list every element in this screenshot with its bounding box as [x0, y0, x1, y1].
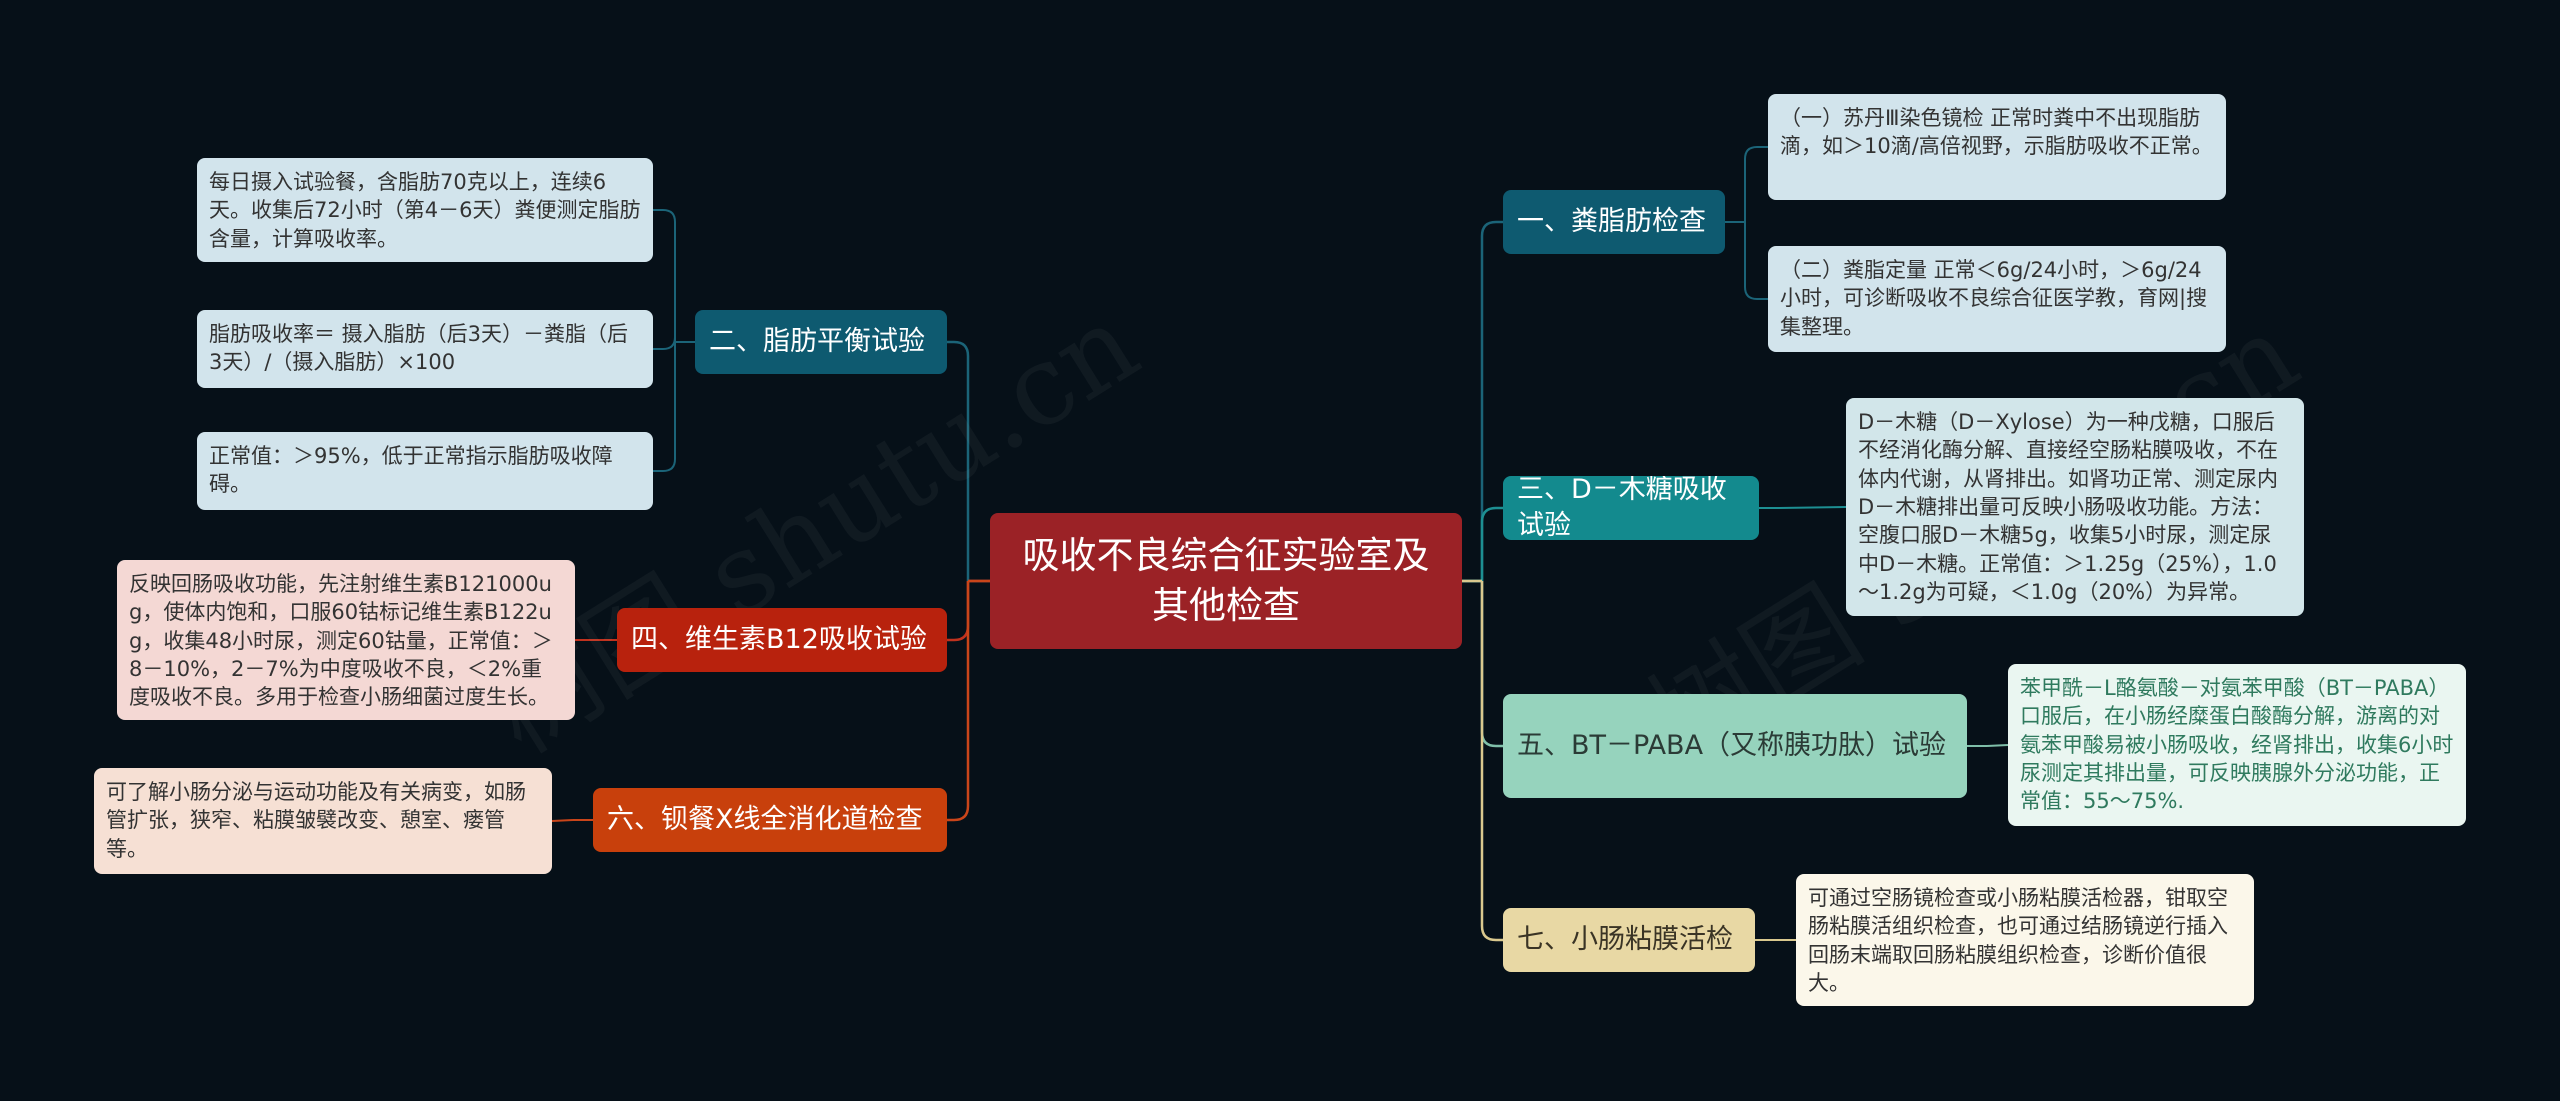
- leaf-note-b6-1[interactable]: 可了解小肠分泌与运动功能及有关病变，如肠管扩张，狭窄、粘膜皱襞改变、憩室、瘘管等…: [94, 768, 552, 874]
- branch-topic-b5[interactable]: 五、BT－PABA（又称胰功肽）试验: [1503, 694, 1967, 798]
- leaf-note-b7-1[interactable]: 可通过空肠镜检查或小肠粘膜活检器，钳取空肠粘膜活组织检查，也可通过结肠镜逆行插入…: [1796, 874, 2254, 1006]
- branch-topic-b3[interactable]: 三、D－木糖吸收试验: [1503, 476, 1759, 540]
- leaf-note-b1-1[interactable]: （一）苏丹Ⅲ染色镜检 正常时粪中不出现脂肪滴，如＞10滴/高倍视野，示脂肪吸收不…: [1768, 94, 2226, 200]
- connector-line: [1480, 581, 1503, 748]
- leaf-note-b2-1[interactable]: 每日摄入试验餐，含脂肪70克以上，连续6天。收集后72小时（第4－6天）粪便测定…: [197, 158, 653, 262]
- leaf-note-b5-1[interactable]: 苯甲酰－L酪氨酸－对氨苯甲酸（BT－PABA）口服后，在小肠经糜蛋白酸酶分解，游…: [2008, 664, 2466, 826]
- leaf-note-b1-2[interactable]: （二）粪脂定量 正常＜6g/24小时，＞6g/24小时，可诊断吸收不良综合征医学…: [1768, 246, 2226, 352]
- connector-line: [551, 819, 574, 822]
- branch-topic-b1[interactable]: 一、粪脂肪检查: [1503, 190, 1725, 254]
- connector-line: [1986, 744, 2009, 747]
- branch-topic-b2[interactable]: 二、脂肪平衡试验: [695, 310, 947, 374]
- root-topic[interactable]: 吸收不良综合征实验室及其他检查: [990, 513, 1462, 649]
- connector-line: [947, 581, 970, 642]
- leaf-note-b2-3[interactable]: 正常值：＞95%，低于正常指示脂肪吸收障碍。: [197, 432, 653, 510]
- branch-topic-b6[interactable]: 六、钡餐X线全消化道检查: [593, 788, 947, 852]
- connector-line: [1480, 506, 1503, 581]
- branch-topic-b7[interactable]: 七、小肠粘膜活检: [1503, 908, 1755, 972]
- connector-line: [1778, 506, 1847, 509]
- leaf-note-b4-1[interactable]: 反映回肠吸收功能，先注射维生素B121000ug，使体内饱和，口服60钴标记维生…: [117, 560, 575, 720]
- connector-line: [1744, 146, 1768, 222]
- connector-line: [1744, 222, 1768, 300]
- leaf-note-b3-1[interactable]: D－木糖（D－Xylose）为一种戊糖，口服后不经消化酶分解、直接经空肠粘膜吸收…: [1846, 398, 2304, 616]
- connector-line: [653, 336, 676, 350]
- leaf-note-b2-2[interactable]: 脂肪吸收率＝ 摄入脂肪（后3天）－粪脂（后3天）/（摄入脂肪）×100: [197, 310, 653, 388]
- connector-line: [1480, 581, 1503, 942]
- connector-line: [947, 581, 970, 822]
- branch-topic-b4[interactable]: 四、维生素B12吸收试验: [617, 608, 947, 672]
- connector-line: [1480, 220, 1503, 581]
- connector-line: [653, 342, 676, 472]
- connector-line: [653, 209, 676, 342]
- connector-line: [947, 340, 970, 581]
